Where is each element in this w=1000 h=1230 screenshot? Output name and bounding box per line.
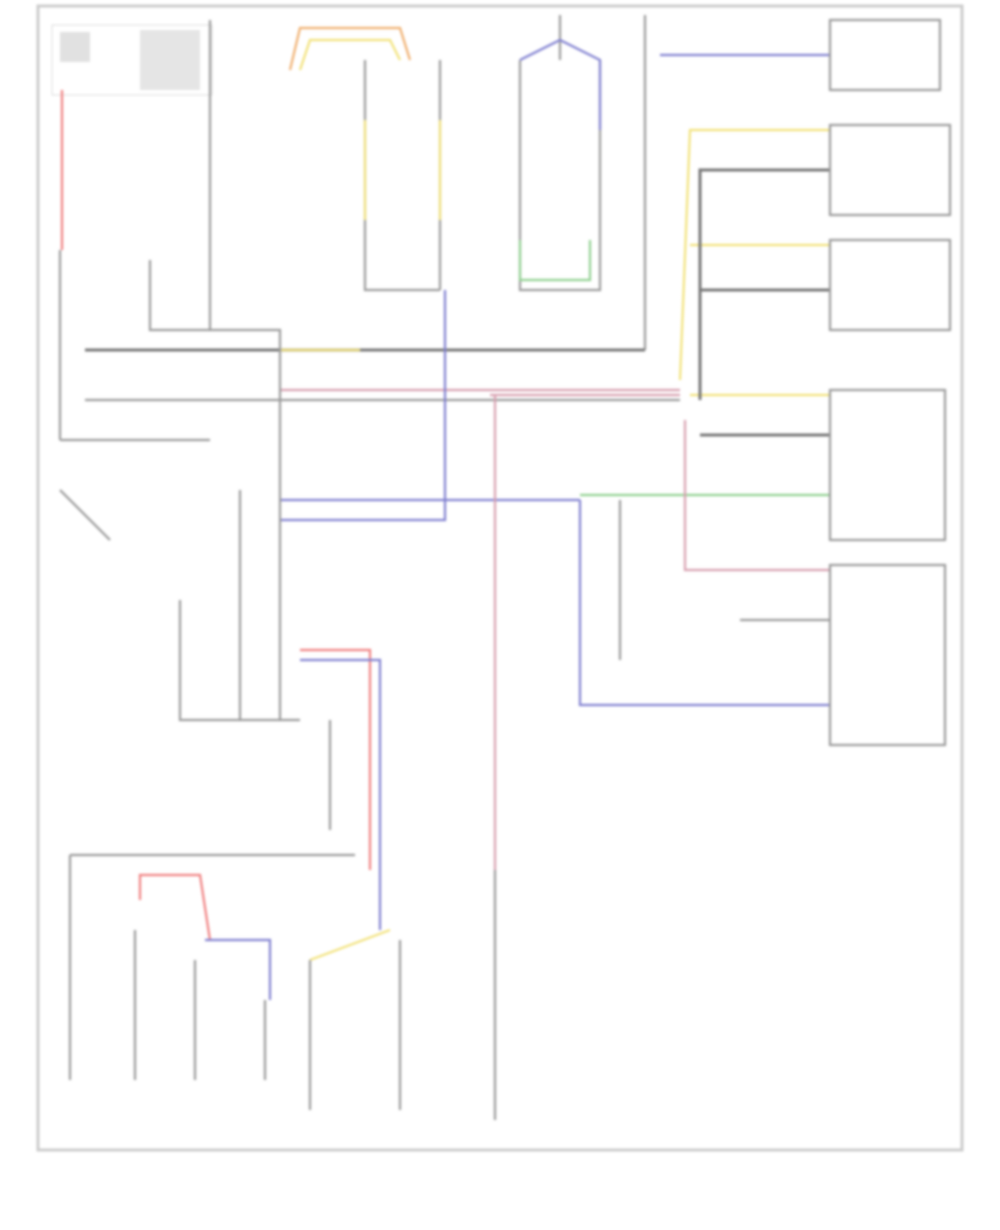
yellow-relay-wire: [363, 120, 442, 220]
diagram-border: [36, 4, 964, 1152]
yellow-wire: [298, 38, 401, 71]
relay-group: [363, 15, 647, 350]
left-components: [58, 20, 830, 1000]
blue-bus: [280, 290, 580, 522]
pink-vertical: [493, 395, 830, 870]
green-relay-wire: [518, 240, 592, 282]
right-connectors: [828, 18, 952, 747]
fuse-block: [51, 24, 213, 96]
yellow-right: [678, 128, 830, 397]
bottom-switches: [68, 870, 497, 1120]
red-lower-wire: [138, 648, 372, 941]
gray-bus: [60, 398, 680, 442]
yellow-lower-wire: [309, 928, 391, 962]
blue-relay-wire: [519, 38, 602, 130]
gray-right: [698, 168, 830, 437]
blue-lower-wire: [205, 658, 382, 1000]
orange-wire: [288, 26, 412, 71]
pink-bus: [280, 388, 680, 397]
blue-return: [578, 500, 830, 707]
